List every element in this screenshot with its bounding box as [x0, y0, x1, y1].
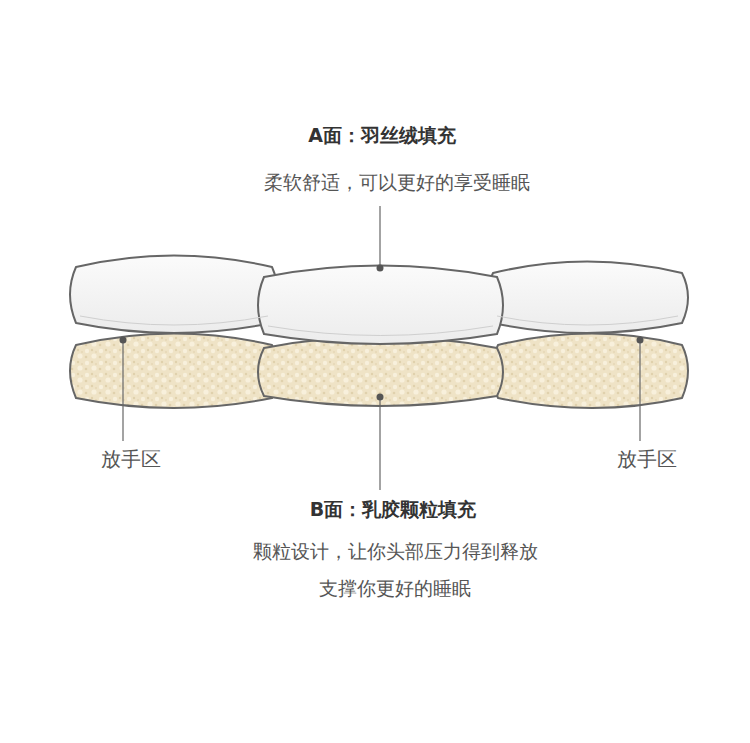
zone-label: 放手区 [101, 447, 161, 471]
callout-text: 支撑你更好的睡眠 [319, 577, 471, 600]
zone-label: 放手区 [617, 447, 677, 471]
leader-dot [120, 265, 644, 401]
callout-heading: A面：羽丝绒填充 [308, 124, 456, 147]
callout-text: 柔软舒适，可以更好的享受睡眠 [264, 171, 530, 194]
seam-line [80, 316, 678, 336]
down-layer [70, 256, 688, 345]
leader-line [123, 206, 640, 490]
callout-heading: B面：乳胶颗粒填充 [310, 498, 476, 521]
callout-text: 颗粒设计，让你头部压力得到释放 [253, 540, 538, 563]
